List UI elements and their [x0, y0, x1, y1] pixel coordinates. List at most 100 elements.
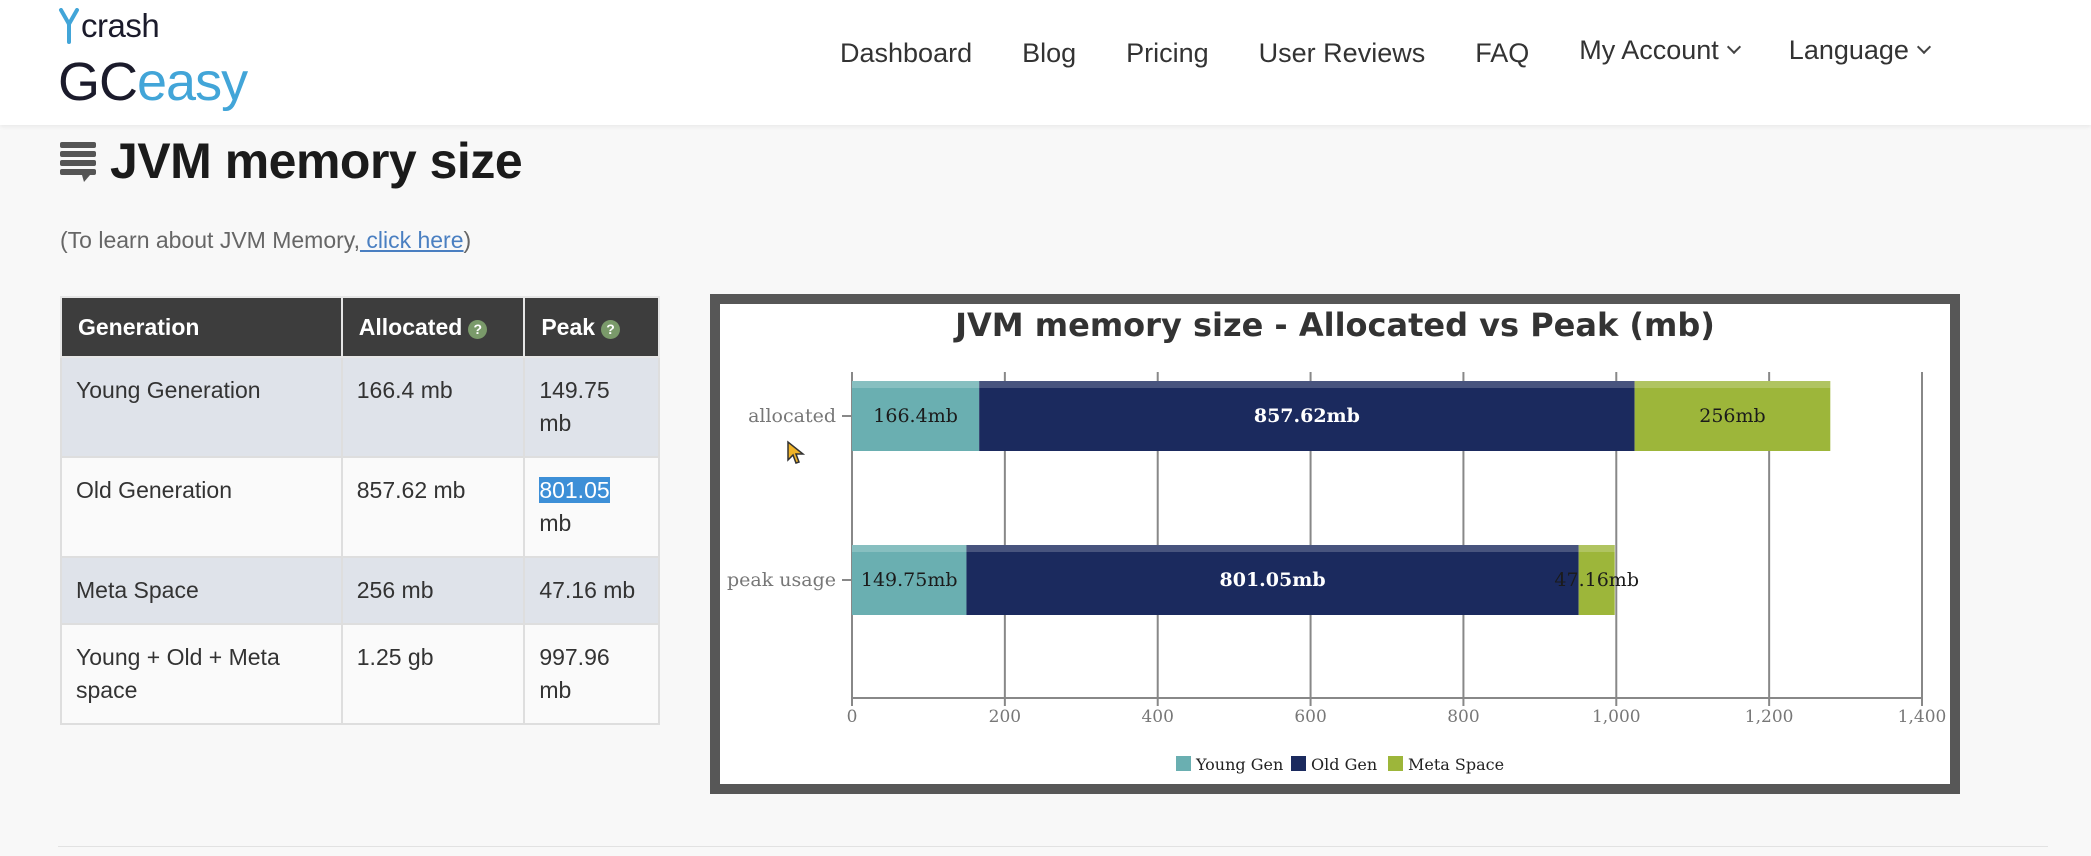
bar-segment — [979, 381, 1635, 451]
learn-suffix: ) — [463, 227, 472, 253]
cell-generation: Young Generation — [60, 356, 343, 458]
x-tick-label: 1,200 — [1745, 707, 1794, 727]
peak-value: 997.96 — [539, 644, 610, 670]
cell-allocated: 256 mb — [340, 556, 526, 625]
data-label: 166.4mb — [873, 405, 958, 427]
legend-swatch — [1176, 756, 1191, 771]
col-generation-label: Generation — [78, 313, 200, 340]
data-label: 256mb — [1699, 405, 1765, 427]
data-label: 801.05mb — [1220, 569, 1326, 591]
nav-my-account[interactable]: My Account — [1579, 27, 1741, 73]
memory-list-icon — [60, 142, 96, 182]
legend-swatch — [1291, 756, 1306, 771]
x-tick-label: 800 — [1447, 707, 1479, 727]
peak-unit: mb — [539, 510, 572, 536]
cell-peak: 801.05 mb — [523, 456, 660, 558]
table-header-row: Generation Allocated? Peak? — [60, 296, 660, 358]
peak-value: 149.75 — [539, 377, 610, 403]
chart-title: JVM memory size - Allocated vs Peak (mb) — [953, 306, 1715, 344]
bar-highlight — [1578, 545, 1615, 552]
peak-unit: mb — [539, 410, 572, 436]
main-nav: Dashboard Blog Pricing User Reviews FAQ … — [840, 30, 1979, 76]
bar-segment — [1578, 545, 1615, 615]
bar-highlight — [852, 381, 980, 388]
cell-allocated: 166.4 mb — [340, 356, 526, 458]
x-tick-label: 1,000 — [1592, 707, 1641, 727]
chart-panel: JVM memory size - Allocated vs Peak (mb)… — [710, 294, 1960, 794]
nav-language-label: Language — [1788, 35, 1909, 65]
gceasy-logo[interactable]: crash GCeasy — [58, 6, 258, 116]
x-tick-label: 600 — [1294, 707, 1326, 727]
chevron-down-icon — [1726, 39, 1741, 55]
cell-peak: 149.75 mb — [523, 356, 660, 458]
nav-blog[interactable]: Blog — [1022, 38, 1077, 68]
logo-gc-text: GC — [58, 52, 138, 112]
data-label: 149.75mb — [861, 569, 958, 591]
ycrash-logo: crash — [58, 7, 160, 44]
bar-highlight — [1634, 381, 1831, 388]
legend-label: Young Gen — [1195, 755, 1283, 774]
nav-faq[interactable]: FAQ — [1475, 38, 1530, 68]
legend-label: Meta Space — [1408, 755, 1504, 774]
chart-canvas: JVM memory size - Allocated vs Peak (mb)… — [720, 304, 1950, 784]
col-allocated-label: Allocated — [358, 313, 463, 340]
nav-my-account-label: My Account — [1579, 35, 1719, 65]
col-peak-header: Peak? — [523, 296, 660, 358]
help-icon[interactable]: ? — [601, 319, 621, 339]
table-row: Young Generation 166.4 mb 149.75 mb — [60, 356, 660, 458]
peak-value: 47.16 mb — [539, 577, 636, 603]
nav-language[interactable]: Language — [1788, 27, 1932, 73]
peak-unit: mb — [539, 677, 572, 703]
learn-more-link[interactable]: click here — [359, 227, 464, 253]
y-category-label: allocated — [748, 405, 836, 427]
ycrash-y-icon — [59, 8, 79, 44]
learn-prefix: (To learn about JVM Memory, — [60, 227, 360, 253]
page-title: JVM memory size — [110, 133, 523, 189]
logo-easy-text: easy — [137, 52, 248, 112]
x-tick-label: 400 — [1141, 707, 1173, 727]
mouse-cursor-icon — [787, 440, 806, 464]
nav-user-reviews[interactable]: User Reviews — [1258, 38, 1426, 68]
col-peak-label: Peak — [541, 313, 596, 340]
nav-dashboard[interactable]: Dashboard — [840, 38, 973, 68]
table-row: Old Generation 857.62 mb 801.05 mb — [60, 456, 660, 558]
cell-allocated: 1.25 gb — [340, 623, 526, 725]
memory-table: Generation Allocated? Peak? Young Genera… — [60, 296, 660, 725]
data-label: 47.16mb — [1554, 569, 1639, 591]
learn-note: (To learn about JVM Memory, click here) — [60, 227, 471, 254]
cell-generation: Old Generation — [60, 456, 343, 558]
gceasy-wordmark: GCeasy — [58, 52, 248, 112]
table-row: Young + Old + Meta space 1.25 gb 997.96 … — [60, 623, 660, 725]
cell-peak: 47.16 mb — [523, 556, 660, 625]
bar-highlight — [979, 381, 1635, 388]
bar-highlight — [966, 545, 1579, 552]
x-tick-label: 1,400 — [1898, 707, 1947, 727]
data-label: 857.62mb — [1254, 405, 1360, 427]
chevron-down-icon — [1916, 39, 1932, 55]
legend-label: Old Gen — [1311, 755, 1377, 774]
col-allocated-header: Allocated? — [340, 296, 526, 358]
bar-segment — [1634, 381, 1831, 451]
peak-value-selected[interactable]: 801.05 — [539, 477, 610, 503]
table-row: Meta Space 256 mb 47.16 mb — [60, 556, 660, 625]
site-header: crash GCeasy Dashboard Blog Pricing User… — [0, 0, 2091, 125]
section-header: JVM memory size — [60, 132, 523, 190]
cell-peak: 997.96 mb — [523, 623, 660, 725]
y-category-label: peak usage — [727, 569, 836, 591]
bar-highlight — [852, 545, 967, 552]
cell-generation: Meta Space — [60, 556, 343, 625]
bar-segment — [966, 545, 1579, 615]
x-tick-label: 200 — [989, 707, 1021, 727]
memory-bar-chart: JVM memory size - Allocated vs Peak (mb)… — [727, 306, 1947, 774]
divider — [58, 846, 2048, 847]
bar-segment — [852, 545, 967, 615]
legend-swatch — [1388, 756, 1403, 771]
ycrash-text: crash — [81, 7, 160, 44]
nav-pricing[interactable]: Pricing — [1126, 38, 1209, 68]
x-tick-label: 0 — [847, 707, 858, 727]
cell-allocated: 857.62 mb — [340, 456, 526, 558]
cell-generation: Young + Old + Meta space — [60, 623, 343, 725]
bar-segment — [852, 381, 980, 451]
help-icon[interactable]: ? — [468, 319, 488, 339]
col-generation-header: Generation — [60, 296, 343, 358]
